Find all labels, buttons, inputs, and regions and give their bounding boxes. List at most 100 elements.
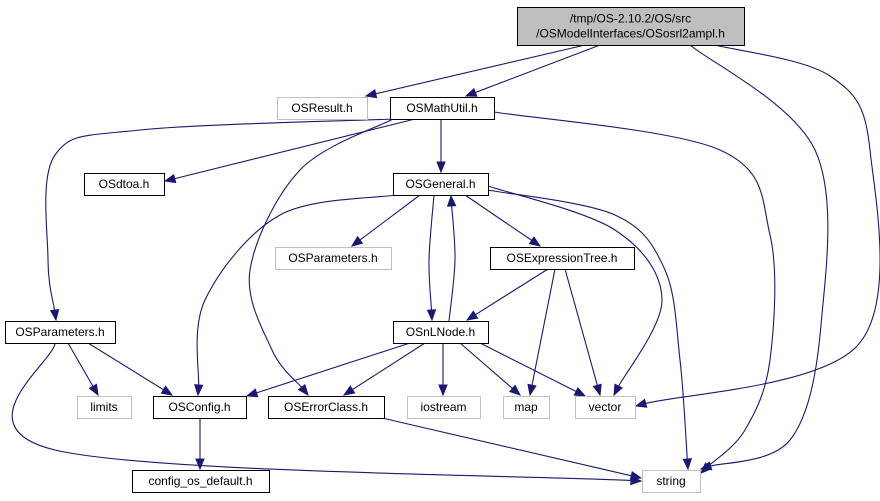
edge-osmathutil-to-osdtoa <box>163 118 416 184</box>
file-node-osgeneral[interactable]: OSGeneral.h <box>393 173 489 196</box>
node-label: vector <box>589 400 622 414</box>
edge-arrowhead <box>682 458 693 471</box>
edge-root-to-osmathutil <box>464 44 601 97</box>
edge-line <box>254 342 411 395</box>
node-label: OSMathUtil.h <box>406 101 477 115</box>
edge-arrowhead <box>629 470 643 481</box>
edge-osmathutil-to-osgeneral <box>436 119 446 174</box>
edge-arrowhead <box>49 309 60 322</box>
edge-arrowhead <box>613 383 623 397</box>
edge-osparameters-to-osconfig <box>87 342 174 396</box>
node-box <box>503 396 550 419</box>
edge-line <box>448 203 456 322</box>
edge-arrowhead <box>195 458 205 471</box>
file-node-iostream: iostream <box>407 396 481 419</box>
edge-osgeneral-to-osnlnode <box>426 194 437 322</box>
edge-arrowhead <box>350 235 364 247</box>
edge-root-to-string <box>689 44 829 471</box>
node-box <box>153 396 247 419</box>
edge-arrowhead <box>364 88 378 99</box>
edge-arrowhead <box>297 383 309 397</box>
node-box <box>393 321 489 344</box>
edge-arrowhead <box>446 194 457 207</box>
node-label: OSParameters.h <box>15 325 104 339</box>
edge-line <box>531 268 556 388</box>
edge-arrowhead <box>465 310 479 321</box>
node-label: map <box>514 400 538 414</box>
edge-osgeneral-to-osconfig <box>193 194 397 397</box>
edge-osmathutil-to-string <box>493 111 776 474</box>
edge-line <box>428 194 435 313</box>
edge-arrowhead <box>436 161 446 174</box>
node-label: OSResult.h <box>291 101 352 115</box>
edge-osgeneral-to-osparameters_ext <box>350 194 421 247</box>
edge-arrowhead <box>700 462 712 474</box>
edge-arrowhead <box>528 236 542 247</box>
edge-line <box>487 189 688 462</box>
edge-osgeneral-to-osexpressiontree <box>464 194 542 247</box>
edge-line <box>45 118 396 313</box>
file-node-osparameters[interactable]: OSParameters.h <box>5 321 116 344</box>
edge-osnlnode-to-vector <box>479 342 587 397</box>
file-node-ososrl2ampl[interactable]: /tmp/OS-2.10.2/OS/src/OSModelInterfaces/… <box>517 7 745 46</box>
file-node-osnlnode[interactable]: OSnLNode.h <box>393 321 489 344</box>
edge-line <box>473 44 601 94</box>
edge-arrowhead <box>508 384 522 396</box>
file-node-osmathutil[interactable]: OSMathUtil.h <box>390 97 495 120</box>
edge-arrowhead <box>573 387 587 397</box>
file-node-osparameters-external: OSParameters.h <box>275 247 392 270</box>
node-label: limits <box>90 400 117 414</box>
file-node-osdtoa[interactable]: OSdtoa.h <box>84 173 165 196</box>
edge-line <box>11 342 634 482</box>
edge-line <box>87 342 166 392</box>
node-label: OSdtoa.h <box>99 177 150 191</box>
file-nodes: /tmp/OS-2.10.2/OS/src/OSModelInterfaces/… <box>5 7 745 493</box>
file-node-osresult: OSResult.h <box>277 97 368 120</box>
edge-line <box>473 268 549 317</box>
edge-line <box>643 44 880 405</box>
edge-line <box>459 342 515 391</box>
edge-line <box>350 342 426 392</box>
edge-line <box>67 342 95 389</box>
dependency-edges <box>11 44 880 486</box>
edge-osnlnode-to-osconfig <box>245 342 411 398</box>
file-node-map: map <box>503 396 550 419</box>
node-label: OSnLNode.h <box>406 325 475 339</box>
edge-osexpressiontree-to-osnlnode <box>465 268 549 321</box>
edge-arrowhead <box>245 388 259 398</box>
edge-line <box>248 118 394 390</box>
node-label: /tmp/OS-2.10.2/OS/src <box>570 12 691 26</box>
file-node-vector: vector <box>575 396 636 419</box>
edge-arrowhead <box>592 383 602 397</box>
node-box <box>5 321 116 344</box>
edge-osgeneral-to-vector <box>487 185 663 397</box>
node-box <box>642 470 701 493</box>
edge-arrowhead <box>342 385 356 396</box>
edge-line <box>358 194 421 242</box>
file-node-config-os-default[interactable]: config_os_default.h <box>132 470 270 493</box>
node-box <box>268 396 385 419</box>
node-box <box>84 173 165 196</box>
edge-osparameters-to-limits <box>67 342 99 397</box>
edge-line <box>479 342 579 393</box>
edge-osmathutil-to-osparameters <box>45 118 396 322</box>
node-label: OSErrorClass.h <box>284 400 368 414</box>
node-box <box>132 470 270 493</box>
edge-osgeneral-to-string <box>487 189 693 471</box>
node-box <box>275 247 392 270</box>
edge-osnlnode-to-map <box>459 342 522 396</box>
edge-line <box>689 44 829 468</box>
edge-line <box>373 44 586 95</box>
node-box <box>575 396 636 419</box>
edge-line <box>196 194 397 388</box>
edge-arrowhead <box>88 383 99 397</box>
file-node-oserrorclass[interactable]: OSErrorClass.h <box>268 396 385 419</box>
node-label: OSParameters.h <box>288 251 377 265</box>
edge-line <box>564 268 599 388</box>
node-box <box>490 247 635 270</box>
edge-osnlnode-to-osgeneral <box>446 194 457 322</box>
file-node-osexpressiontree[interactable]: OSExpressionTree.h <box>490 247 635 270</box>
file-node-osconfig[interactable]: OSConfig.h <box>153 396 247 419</box>
edge-arrowhead <box>527 383 537 397</box>
edge-arrowhead <box>438 384 448 397</box>
